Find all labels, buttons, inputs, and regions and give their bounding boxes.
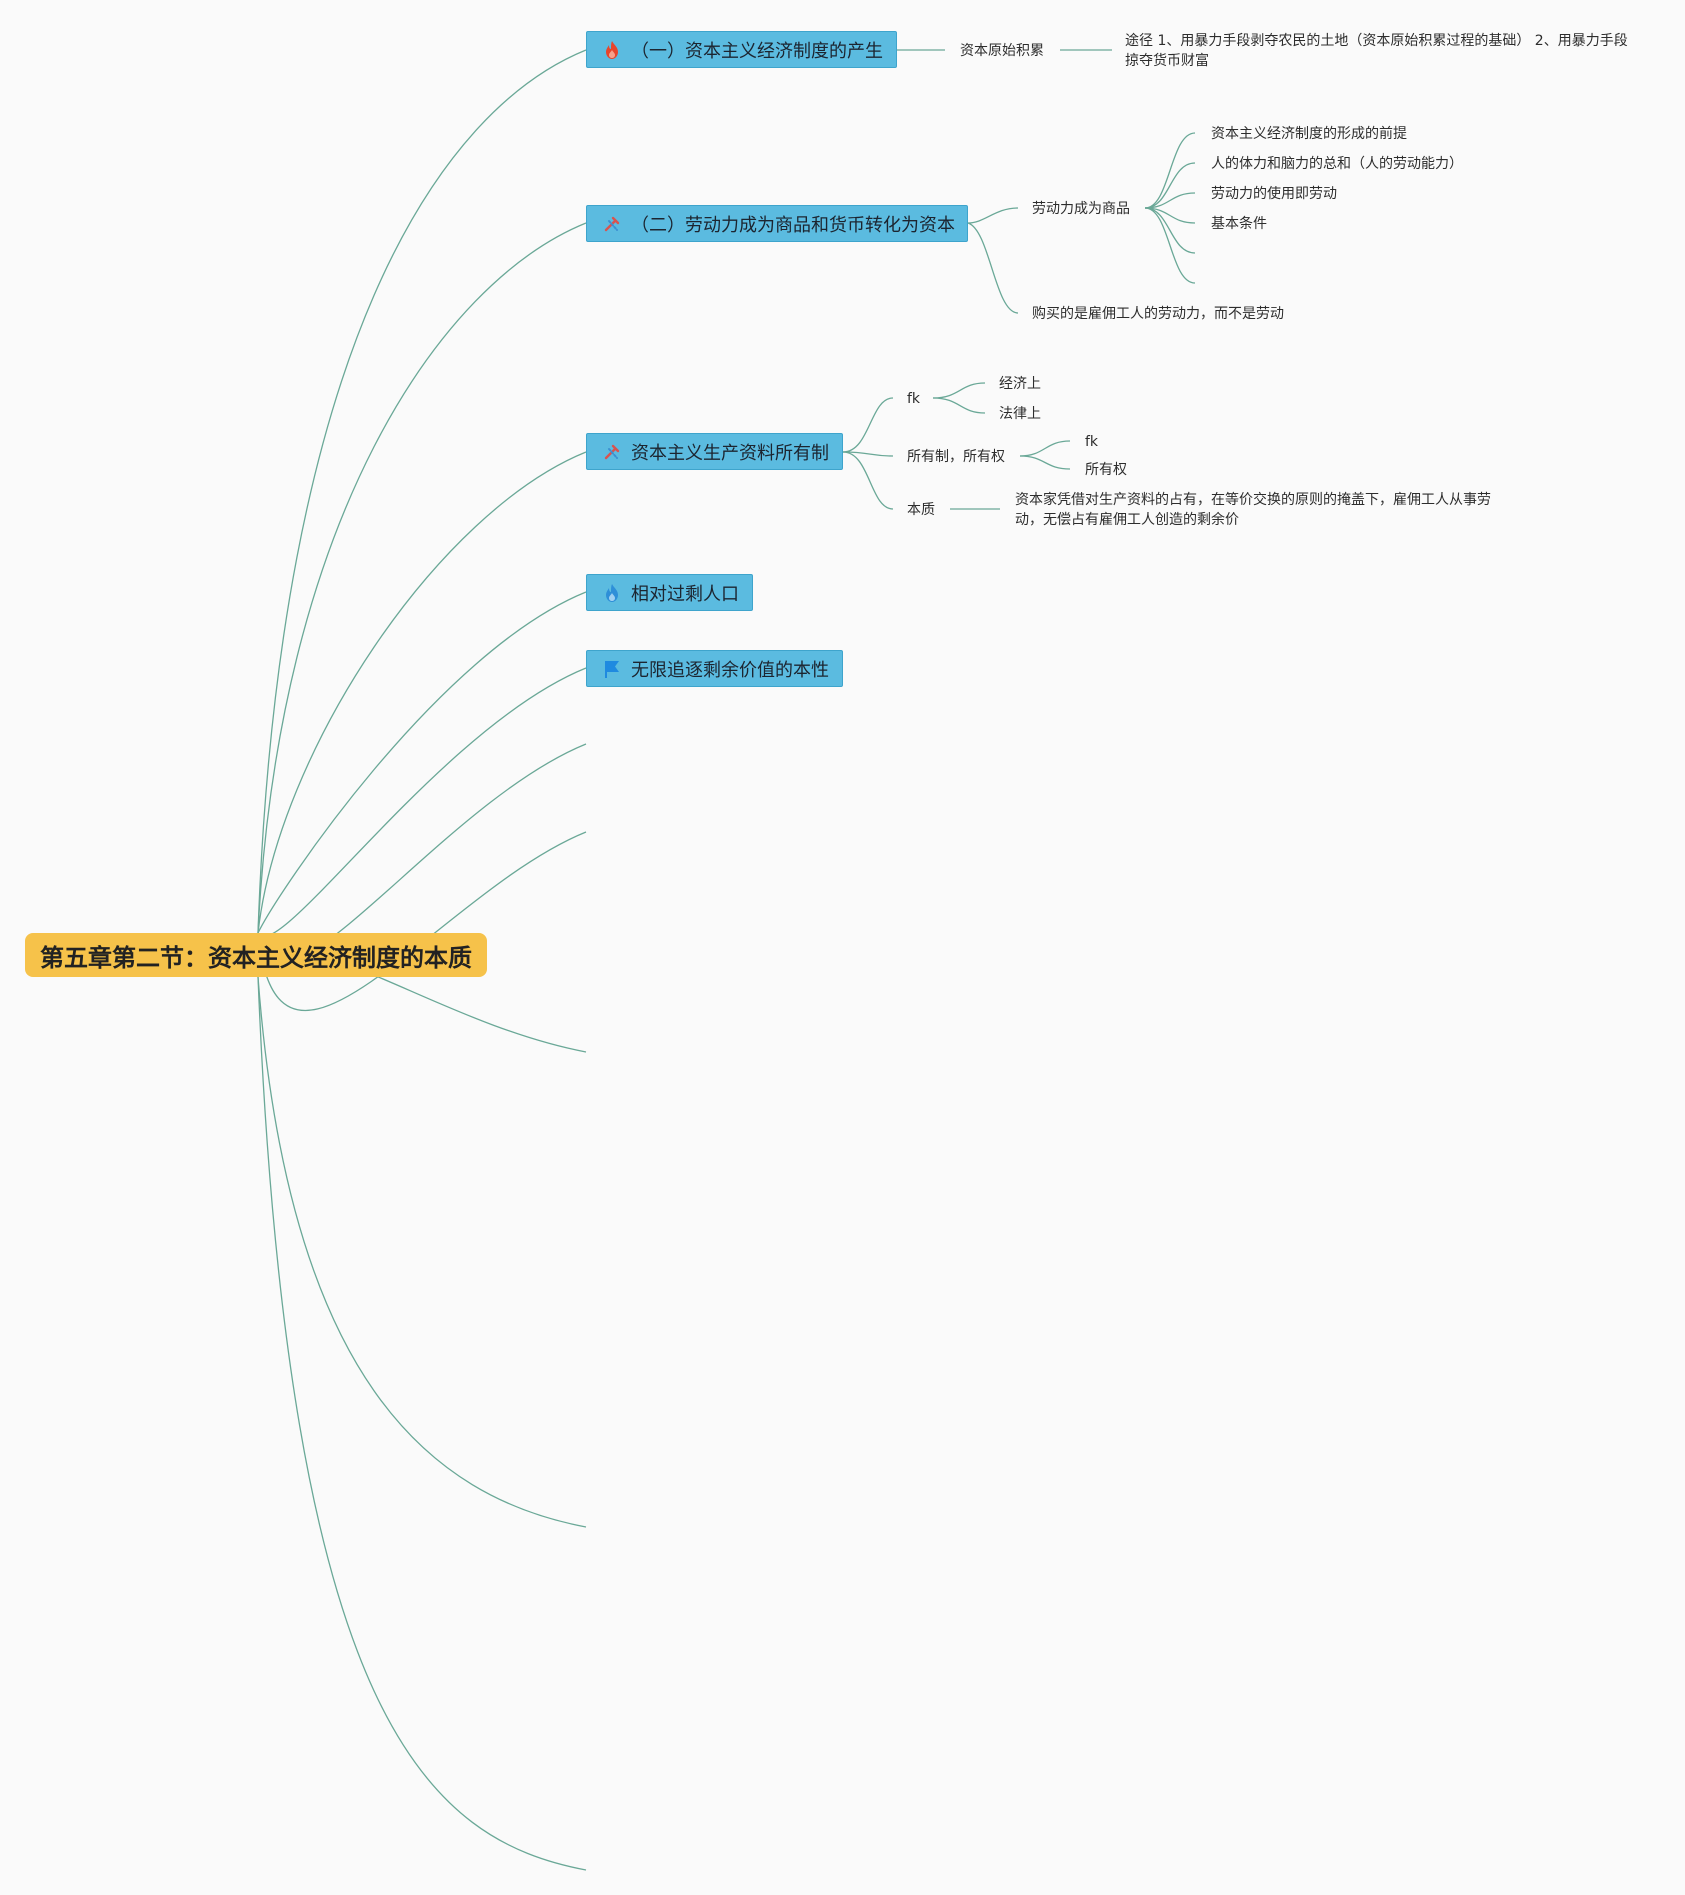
child-connector: [842, 397, 894, 453]
branch-connector: [257, 976, 587, 1871]
node-labor-becomes-commodity[interactable]: 劳动力成为商品: [1032, 201, 1130, 217]
child-connector: [1144, 207, 1196, 284]
topic-labor-power-commodity[interactable]: （二）劳动力成为商品和货币转化为资本: [586, 205, 968, 242]
branch-connector: [257, 667, 587, 937]
branch-connector: [257, 831, 587, 1011]
node-fk-2[interactable]: fk: [1085, 434, 1099, 450]
branch-connector: [257, 222, 587, 934]
branch-connector: [257, 451, 587, 934]
flag-icon: [605, 660, 619, 678]
topic-label: （二）劳动力成为商品和货币转化为资本: [631, 214, 955, 236]
topic-pursuit-surplus-value[interactable]: 无限追逐剩余价值的本性: [586, 650, 843, 687]
branch-connector: [257, 743, 587, 963]
child-connector: [932, 397, 986, 414]
child-connector: [1019, 440, 1071, 457]
topic-label: 相对过剩人口: [631, 583, 739, 605]
node-fk[interactable]: fk: [907, 391, 921, 407]
branch-connector: [257, 49, 587, 934]
child-connector: [1144, 192, 1196, 209]
child-connector: [842, 451, 894, 510]
topic-label: 无限追逐剩余价值的本性: [631, 659, 829, 681]
node-ownership-rights[interactable]: 所有制，所有权: [907, 449, 1005, 465]
node-essence[interactable]: 本质: [907, 502, 935, 518]
tools-icon: [604, 444, 620, 459]
node-essence-detail[interactable]: 资本家凭借对生产资料的占有，在等价交换的原则的掩盖下，雇佣工人从事劳动，无偿占有…: [1015, 492, 1491, 528]
topic-label: （一）资本主义经济制度的产生: [631, 40, 883, 62]
node-accumulation-ways[interactable]: 途径 1、用暴力手段剥夺农民的土地（资本原始积累过程的基础） 2、用暴力手段掠夺…: [1125, 33, 1628, 69]
child-connector: [842, 451, 894, 457]
root-title: 第五章第二节：资本主义经济制度的本质: [40, 943, 472, 972]
child-connector: [967, 207, 1019, 224]
branch-connector: [257, 976, 587, 1528]
child-connector: [1019, 455, 1071, 470]
root-topic[interactable]: 第五章第二节：资本主义经济制度的本质: [25, 933, 487, 977]
branch-connector: [257, 591, 587, 934]
node-legal[interactable]: 法律上: [999, 406, 1041, 422]
topic-capitalism-origin[interactable]: （一）资本主义经济制度的产生: [586, 31, 897, 68]
node-economic[interactable]: 经济上: [999, 376, 1041, 392]
flame-blue-icon: [606, 583, 618, 602]
tools-icon: [604, 216, 620, 231]
node-labor-capacity[interactable]: 人的体力和脑力的总和（人的劳动能力）: [1211, 156, 1463, 172]
node-use-is-labor[interactable]: 劳动力的使用即劳动: [1211, 186, 1337, 202]
topic-label: 资本主义生产资料所有制: [631, 442, 829, 464]
child-connector: [967, 222, 1019, 314]
fire-icon: [606, 40, 618, 59]
topic-ownership-system[interactable]: 资本主义生产资料所有制: [586, 433, 843, 470]
topic-relative-surplus-population[interactable]: 相对过剩人口: [586, 574, 753, 611]
node-premise[interactable]: 资本主义经济制度的形成的前提: [1211, 126, 1407, 142]
child-connector: [1144, 132, 1196, 209]
child-connector: [932, 382, 986, 399]
node-basic-conditions[interactable]: 基本条件: [1211, 216, 1267, 232]
node-ownership[interactable]: 所有权: [1085, 462, 1127, 478]
child-connector: [1144, 162, 1196, 209]
node-buys-labor-power[interactable]: 购买的是雇佣工人的劳动力，而不是劳动: [1032, 306, 1284, 322]
child-connector: [1144, 207, 1196, 254]
node-primitive-accumulation[interactable]: 资本原始积累: [960, 43, 1044, 59]
